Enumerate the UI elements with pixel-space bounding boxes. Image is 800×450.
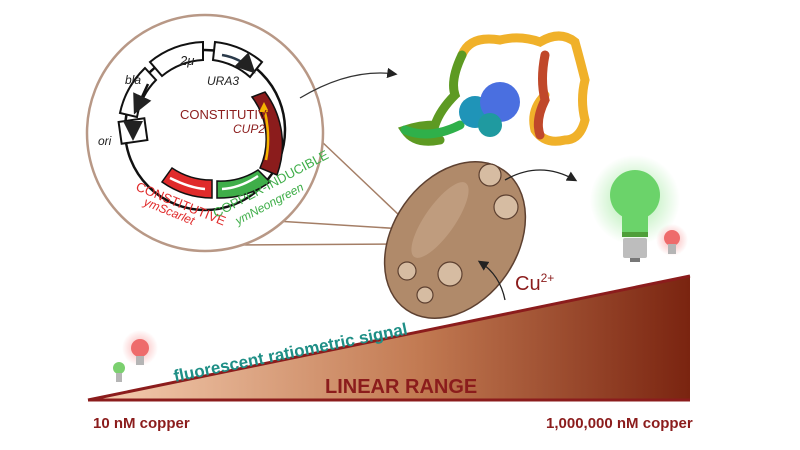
range-label: LINEAR RANGE xyxy=(325,376,477,398)
red-bulb-small-icon xyxy=(656,224,688,256)
scarlet-arrow-icon xyxy=(169,176,206,191)
neongreen-arrow-icon xyxy=(221,174,259,191)
green-bulb-large-icon xyxy=(590,155,680,262)
cup2-arrowhead-icon xyxy=(259,102,269,112)
arrow-to-signal-icon xyxy=(504,169,578,182)
label-cup2-gene: CUP2 xyxy=(233,122,265,136)
bla-arrow-icon xyxy=(133,83,152,115)
ramp-slope-line xyxy=(87,274,691,402)
label-bla: bla xyxy=(125,73,141,87)
high-copper-label: 1,000,000 nM copper xyxy=(546,415,693,432)
ura3-arrow-icon xyxy=(221,52,256,74)
label-2mu: 2μ xyxy=(179,53,194,68)
bulbs-low-copper-icon xyxy=(113,330,158,382)
label-cup2-promoter: CONSTITUTIVE xyxy=(180,107,276,122)
copper-ion-charge: 2+ xyxy=(541,271,555,285)
cup2-arrow-icon xyxy=(262,107,270,161)
yeast-cell-icon xyxy=(383,161,527,319)
copper-uptake-arrow-icon xyxy=(477,260,506,301)
plasmid-map: 2μ URA3 bla ori CONSTITUTIVE CUP2 CONSTI… xyxy=(85,13,331,253)
copper-ion-label: Cu2+ xyxy=(515,271,554,295)
zoom-line-lower xyxy=(219,243,411,246)
arrow-to-protein-icon xyxy=(299,67,398,99)
label-ori: ori xyxy=(98,134,112,148)
copper-ion-symbol: Cu xyxy=(515,273,541,295)
label-ura3: URA3 xyxy=(207,74,239,88)
segment-ymscarlet xyxy=(160,166,213,199)
low-copper-label: 10 nM copper xyxy=(93,415,190,432)
cup2-protein-structure-icon xyxy=(397,31,590,146)
segment-2mu xyxy=(148,40,204,78)
